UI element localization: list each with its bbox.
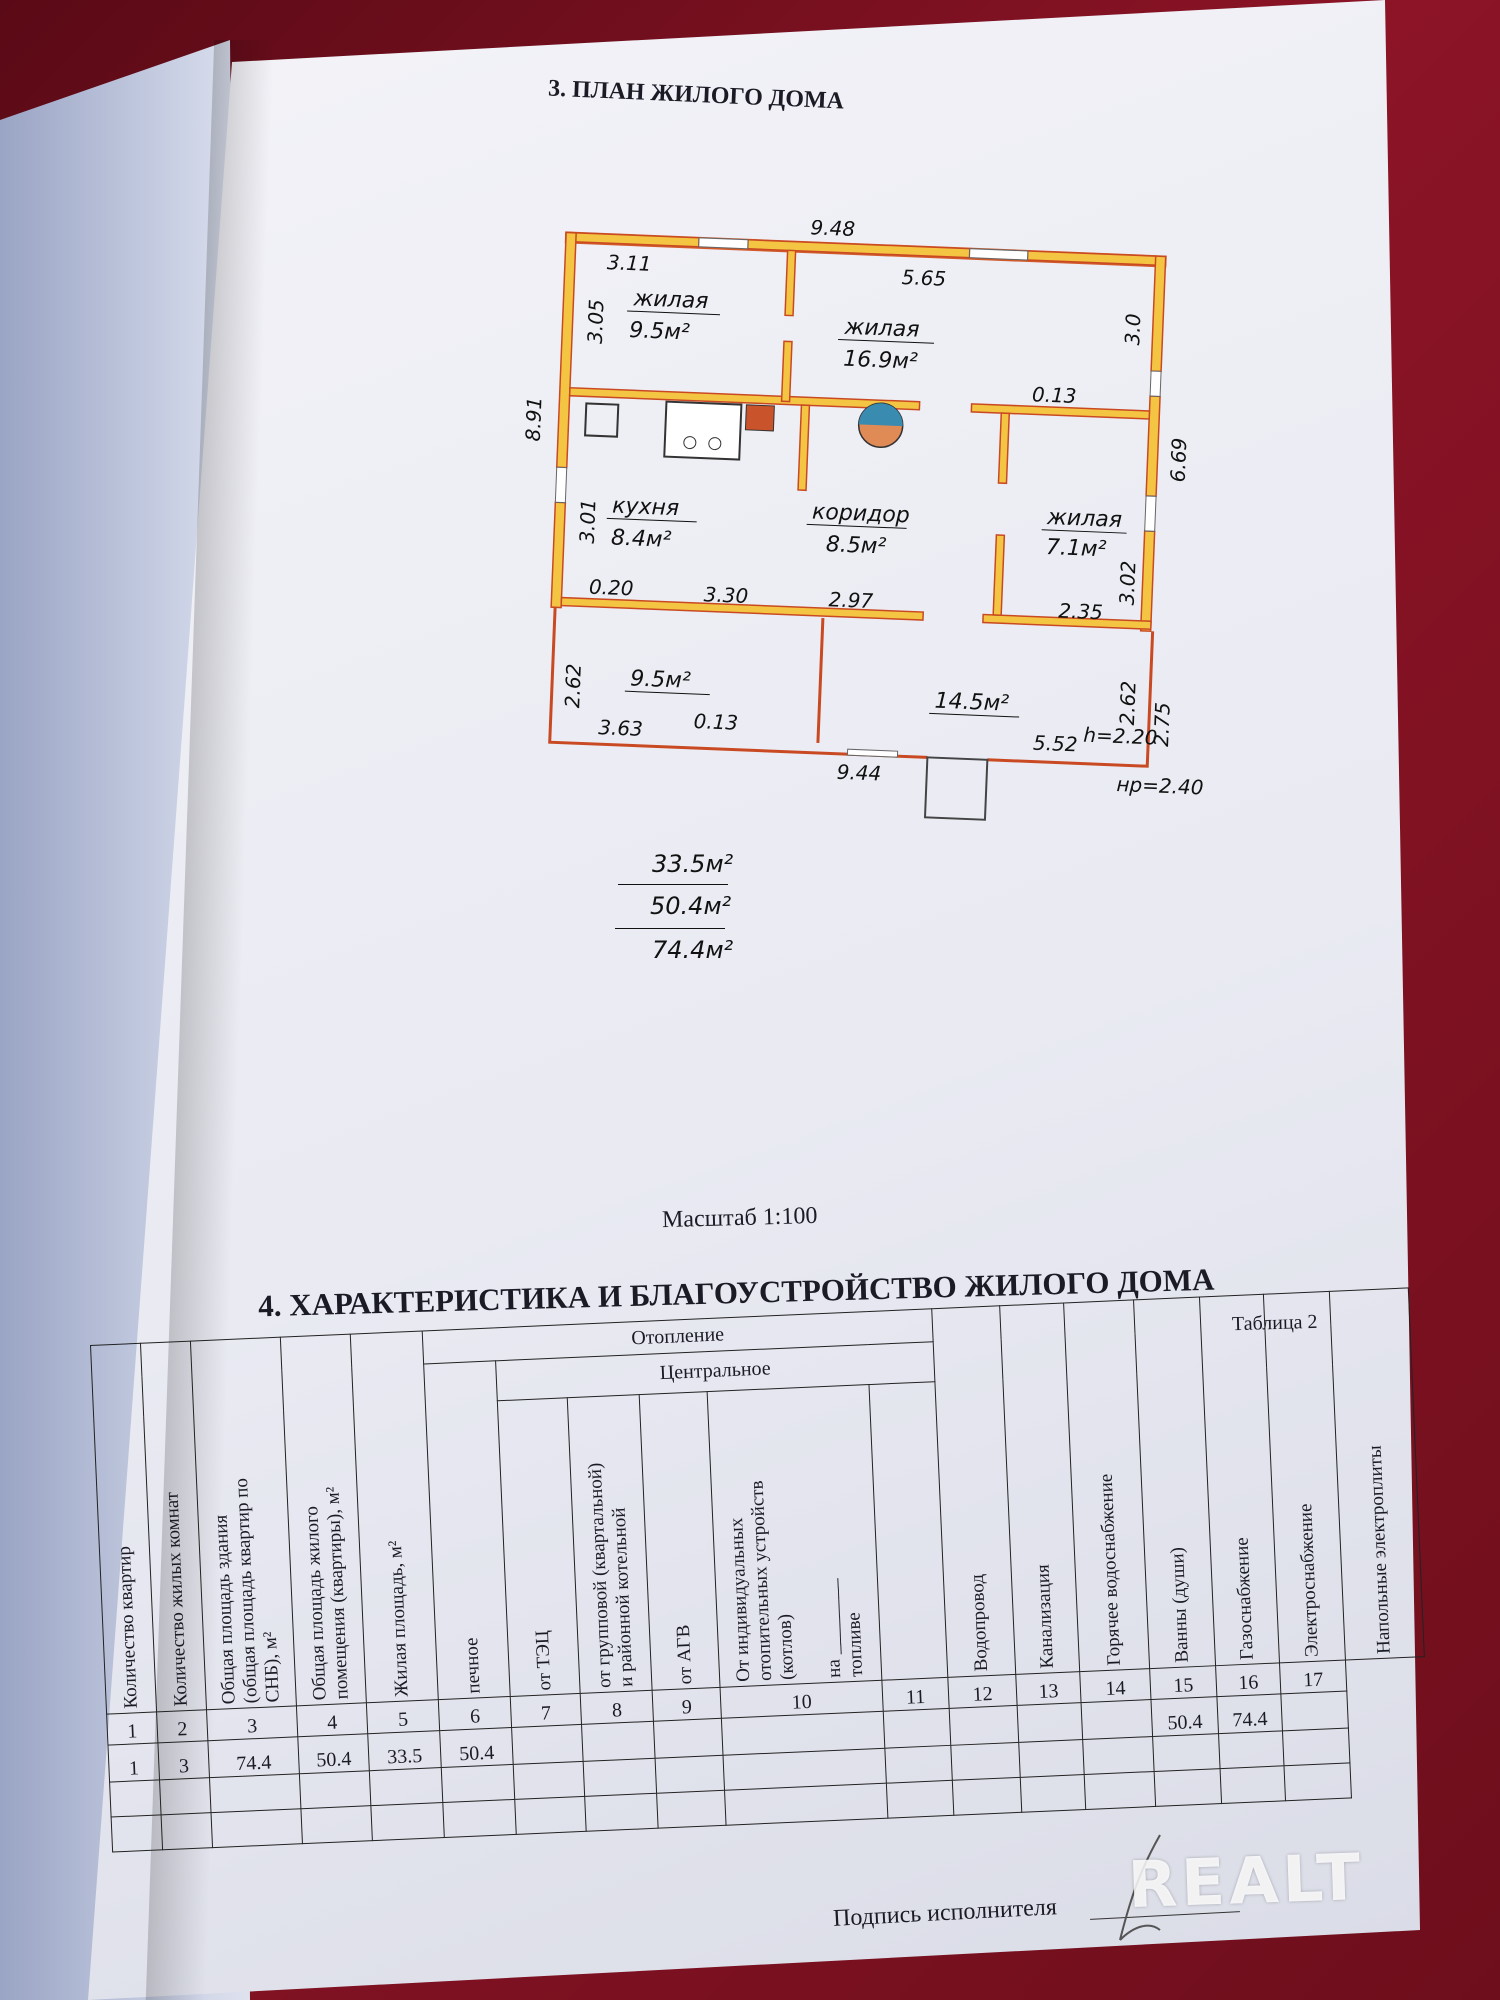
wall-left-mid xyxy=(550,501,567,609)
svg-text:2.75: 2.75 xyxy=(1149,702,1175,747)
room-kitchen-name: кухня xyxy=(612,494,680,522)
wall-top-right xyxy=(1026,250,1167,267)
room-living3-name: жилая xyxy=(1046,505,1123,533)
svg-text:2.62: 2.62 xyxy=(560,663,586,708)
summary-total: 74.4м² xyxy=(652,936,734,964)
wall-lower-right xyxy=(982,613,1152,631)
svg-text:3.0: 3.0 xyxy=(1120,313,1145,346)
lower-block-outline xyxy=(548,607,928,759)
kitchen-stove xyxy=(584,402,620,438)
svg-text:3.11: 3.11 xyxy=(607,250,652,276)
wall-part4 xyxy=(997,412,1011,485)
floor-plan: жилая 9.5м² жилая 16.9м² кухня 8.4м² кор… xyxy=(521,220,1204,821)
svg-text:нр=2.40: нр=2.40 xyxy=(1116,772,1204,799)
wall-right-upper xyxy=(1150,255,1167,373)
room-sw-area: 9.5м² xyxy=(630,666,692,693)
summary-living: 33.5м² xyxy=(652,850,734,878)
wall-right-low xyxy=(1139,530,1156,633)
col-header-7: от ТЭЦ xyxy=(497,1397,581,1697)
room-living2-name: жилая xyxy=(843,315,920,343)
svg-text:3.01: 3.01 xyxy=(575,499,601,544)
wall-left-upper xyxy=(555,231,577,469)
wall-part3 xyxy=(797,404,811,492)
svg-text:3.05: 3.05 xyxy=(583,299,609,344)
svg-text:9.48: 9.48 xyxy=(810,220,855,241)
col-header-3: Общая площадь здания (общая площадь квар… xyxy=(190,1337,297,1710)
summary-useful: 50.4м² xyxy=(650,892,732,920)
room-living2-area: 16.9м² xyxy=(843,347,919,375)
wall-part5 xyxy=(992,534,1006,617)
characteristics-table: Количество квартир Количество жилых комн… xyxy=(90,1287,1431,1852)
svg-text:h=2.20: h=2.20 xyxy=(1083,723,1158,750)
wall-mid-horiz xyxy=(568,386,921,411)
plan-scale: Масштаб 1:100 xyxy=(661,1202,818,1234)
wall-part1 xyxy=(784,249,797,317)
col-header-17: Напольные электроплиты xyxy=(1329,1287,1425,1661)
room-living1-area: 9.5м² xyxy=(629,318,691,345)
room-living3-area: 7.1м² xyxy=(1045,535,1107,562)
svg-text:5.65: 5.65 xyxy=(901,265,946,291)
wall-part2 xyxy=(780,340,793,403)
col-header-8: от групповой (квартальной) и районной ко… xyxy=(567,1394,653,1694)
room-se-area: 14.5м² xyxy=(934,689,1010,717)
svg-text:5.52: 5.52 xyxy=(1033,731,1078,757)
characteristics-table-wrap: Количество квартир Количество жилых комн… xyxy=(90,1287,1434,1924)
kitchen-heater xyxy=(744,404,775,432)
svg-text:3.02: 3.02 xyxy=(1115,560,1141,605)
svg-text:2.97: 2.97 xyxy=(828,587,874,613)
svg-text:2.35: 2.35 xyxy=(1058,599,1103,625)
svg-text:3.30: 3.30 xyxy=(703,582,748,608)
wall-top-left xyxy=(565,231,700,248)
svg-text:6.69: 6.69 xyxy=(1166,437,1192,482)
room-corridor-name: коридор xyxy=(812,500,911,529)
room-corridor-area: 8.5м² xyxy=(825,532,887,559)
svg-text:8.91: 8.91 xyxy=(521,396,547,441)
wall-living-right xyxy=(970,403,1151,420)
kitchen-sink xyxy=(663,400,743,461)
svg-text:3.63: 3.63 xyxy=(598,715,643,741)
signature-mark xyxy=(1119,1834,1161,1941)
svg-text:0.13: 0.13 xyxy=(1032,382,1077,408)
realt-watermark: REALT xyxy=(1126,1840,1366,1924)
porch xyxy=(923,756,989,821)
wall-lower-horiz xyxy=(560,596,925,621)
svg-text:2.62: 2.62 xyxy=(1115,680,1141,725)
col-header-10: От индивидуальных отопительных устройств… xyxy=(707,1384,882,1688)
col-header-9: от АГВ xyxy=(639,1391,721,1691)
room-living1-name: жилая xyxy=(632,286,709,314)
room-kitchen-area: 8.4м² xyxy=(610,526,672,553)
svg-text:0.20: 0.20 xyxy=(589,575,634,601)
svg-text:0.13: 0.13 xyxy=(693,709,738,735)
svg-text:9.44: 9.44 xyxy=(836,760,881,786)
